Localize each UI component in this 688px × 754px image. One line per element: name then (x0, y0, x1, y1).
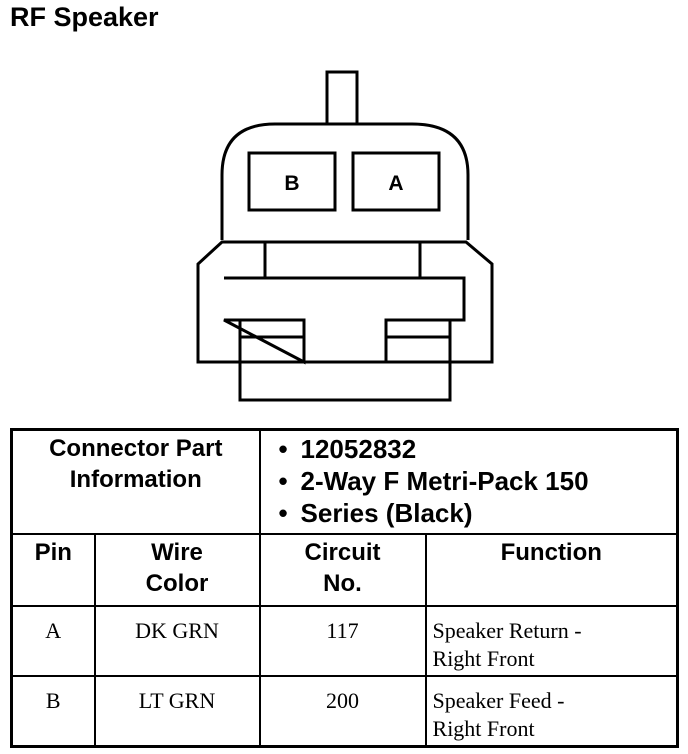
function-cell: Speaker Feed - Right Front (424, 675, 679, 748)
circuit-cell: 200 (258, 675, 427, 748)
circuit-cell: 117 (258, 605, 427, 678)
connector-latch (325, 70, 359, 126)
table-row: A DK GRN 117 Speaker Return - Right Fron… (10, 605, 679, 678)
terminal-right (384, 318, 452, 364)
connector-diagram: B A (196, 70, 494, 402)
header-wire-color: Wire Color (93, 532, 261, 608)
connector-info-table: Connector Part Information 12052832 2-Wa… (10, 428, 680, 748)
cavity-b (247, 151, 337, 212)
cavity-b-label: B (284, 172, 299, 195)
wire-color-cell: LT GRN (93, 675, 261, 748)
connector-series: Series (Black) (279, 497, 673, 529)
part-info-label: Connector Part Information (10, 428, 261, 535)
connector-housing (220, 122, 470, 240)
table-row: B LT GRN 200 Speaker Feed - Right Front (10, 675, 679, 748)
pin-cell: B (10, 675, 96, 748)
connector-skirt (196, 240, 494, 364)
header-pin: Pin (10, 532, 96, 608)
function-cell: Speaker Return - Right Front (424, 605, 679, 678)
cavity-a (351, 151, 441, 212)
header-function: Function (424, 532, 679, 608)
part-info-values: 12052832 2-Way F Metri-Pack 150 Series (… (258, 428, 679, 535)
header-circuit: Circuit No. (258, 532, 427, 608)
cavity-a-label: A (388, 172, 403, 195)
pin-cell: A (10, 605, 96, 678)
part-number: 12052832 (279, 433, 673, 465)
connector-type: 2-Way F Metri-Pack 150 (279, 465, 673, 497)
wire-color-cell: DK GRN (93, 605, 261, 678)
connector-base (238, 360, 452, 402)
page-title: RF Speaker (10, 2, 159, 32)
